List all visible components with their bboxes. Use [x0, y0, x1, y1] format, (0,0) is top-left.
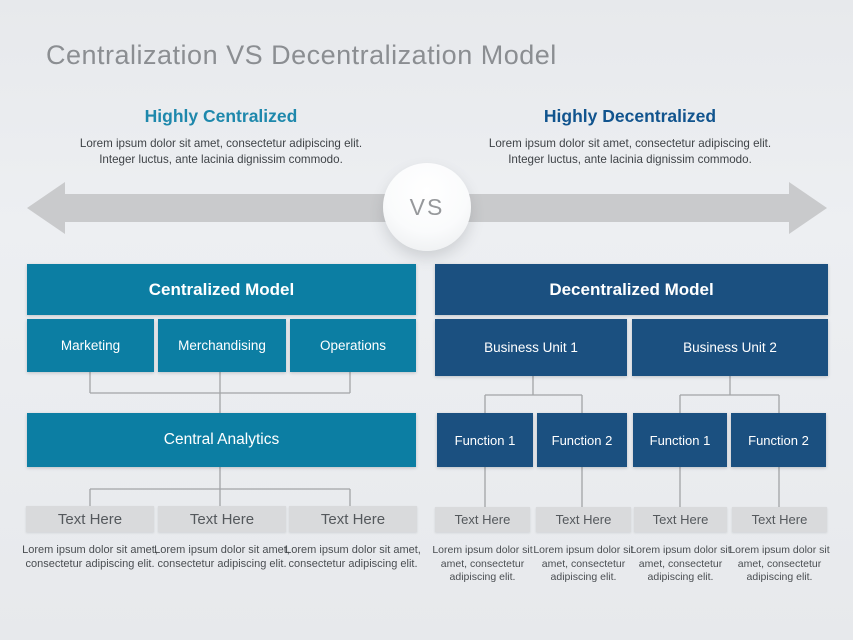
business-unit-1-box: Business Unit 1 — [435, 319, 627, 376]
business-unit-2-box: Business Unit 2 — [632, 319, 828, 376]
right-leaf-description-4: Lorem ipsum dolor sit amet, consectetur … — [729, 544, 830, 583]
decentralized-model-header: Decentralized Model — [435, 264, 828, 315]
left-leaf-box-1: Text Here — [26, 506, 154, 532]
centralized-model-header: Centralized Model — [27, 264, 416, 315]
department-box-marketing: Marketing — [27, 319, 154, 372]
decentralized-intro: Highly Decentralized Lorem ipsum dolor s… — [470, 106, 790, 168]
right-leaf-box-4: Text Here — [732, 507, 827, 532]
function-box-2: Function 2 — [537, 413, 627, 467]
central-analytics-box: Central Analytics — [27, 413, 416, 467]
decentralized-intro-heading: Highly Decentralized — [543, 106, 717, 126]
right-leaf-description-2: Lorem ipsum dolor sit amet, consectetur … — [533, 544, 634, 583]
centralized-intro-description: Lorem ipsum dolor sit amet, consectetur … — [79, 137, 363, 166]
left-leaf-description-3: Lorem ipsum dolor sit amet, consectetur … — [285, 544, 421, 570]
department-box-operations: Operations — [290, 319, 416, 372]
page-title: Centralization VS Decentralization Model — [46, 40, 557, 70]
left-leaf-description-1: Lorem ipsum dolor sit amet, consectetur … — [22, 544, 158, 570]
versus-badge: VS — [383, 163, 471, 251]
centralized-intro-heading: Highly Centralized — [144, 106, 298, 126]
left-leaf-box-2: Text Here — [158, 506, 286, 532]
right-leaf-description-1: Lorem ipsum dolor sit amet, consectetur … — [432, 544, 533, 583]
decentralized-intro-description: Lorem ipsum dolor sit amet, consectetur … — [488, 137, 772, 166]
centralized-intro: Highly Centralized Lorem ipsum dolor sit… — [61, 106, 381, 168]
right-leaf-description-3: Lorem ipsum dolor sit amet, consectetur … — [630, 544, 731, 583]
right-leaf-box-2: Text Here — [536, 507, 631, 532]
right-leaf-box-3: Text Here — [634, 507, 727, 532]
left-leaf-description-2: Lorem ipsum dolor sit amet, consectetur … — [154, 544, 290, 570]
versus-label: VS — [409, 193, 445, 220]
right-tree-connectors — [484, 376, 780, 507]
left-leaf-box-3: Text Here — [289, 506, 417, 532]
left-tree-connectors — [89, 372, 351, 507]
department-box-merchandising: Merchandising — [158, 319, 286, 372]
right-leaf-box-1: Text Here — [435, 507, 530, 532]
function-box-4: Function 2 — [731, 413, 826, 467]
function-box-3: Function 1 — [633, 413, 727, 467]
function-box-1: Function 1 — [437, 413, 533, 467]
